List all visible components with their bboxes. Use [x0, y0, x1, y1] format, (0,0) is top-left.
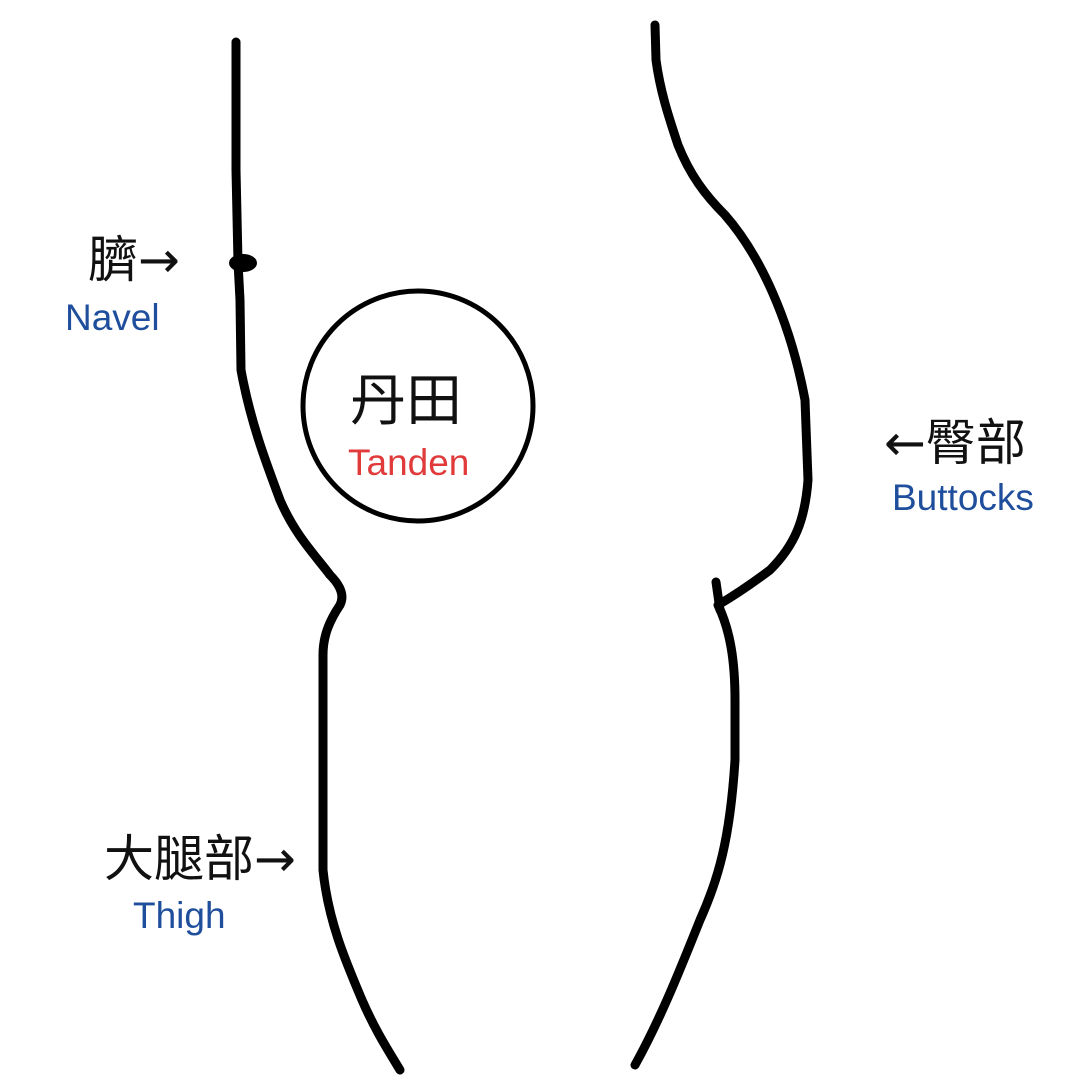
back-body-outline: [630, 20, 813, 1070]
tanden-label-en: Tanden: [348, 442, 470, 483]
tanden-label-jp: 丹田: [350, 369, 462, 434]
navel-mark: [229, 254, 257, 272]
buttocks-label-jp: ←臀部: [884, 414, 1026, 472]
tanden-circle: [300, 288, 536, 524]
thigh-label-jp: 大腿部→: [104, 830, 296, 888]
navel-label-en: Navel: [65, 297, 160, 338]
thigh-label-en: Thigh: [133, 895, 226, 936]
buttocks-label-en: Buttocks: [892, 477, 1034, 518]
navel-label-jp: 臍→: [88, 231, 180, 289]
front-body-outline: [231, 37, 405, 1075]
buttock-crease-mark: [711, 577, 725, 615]
